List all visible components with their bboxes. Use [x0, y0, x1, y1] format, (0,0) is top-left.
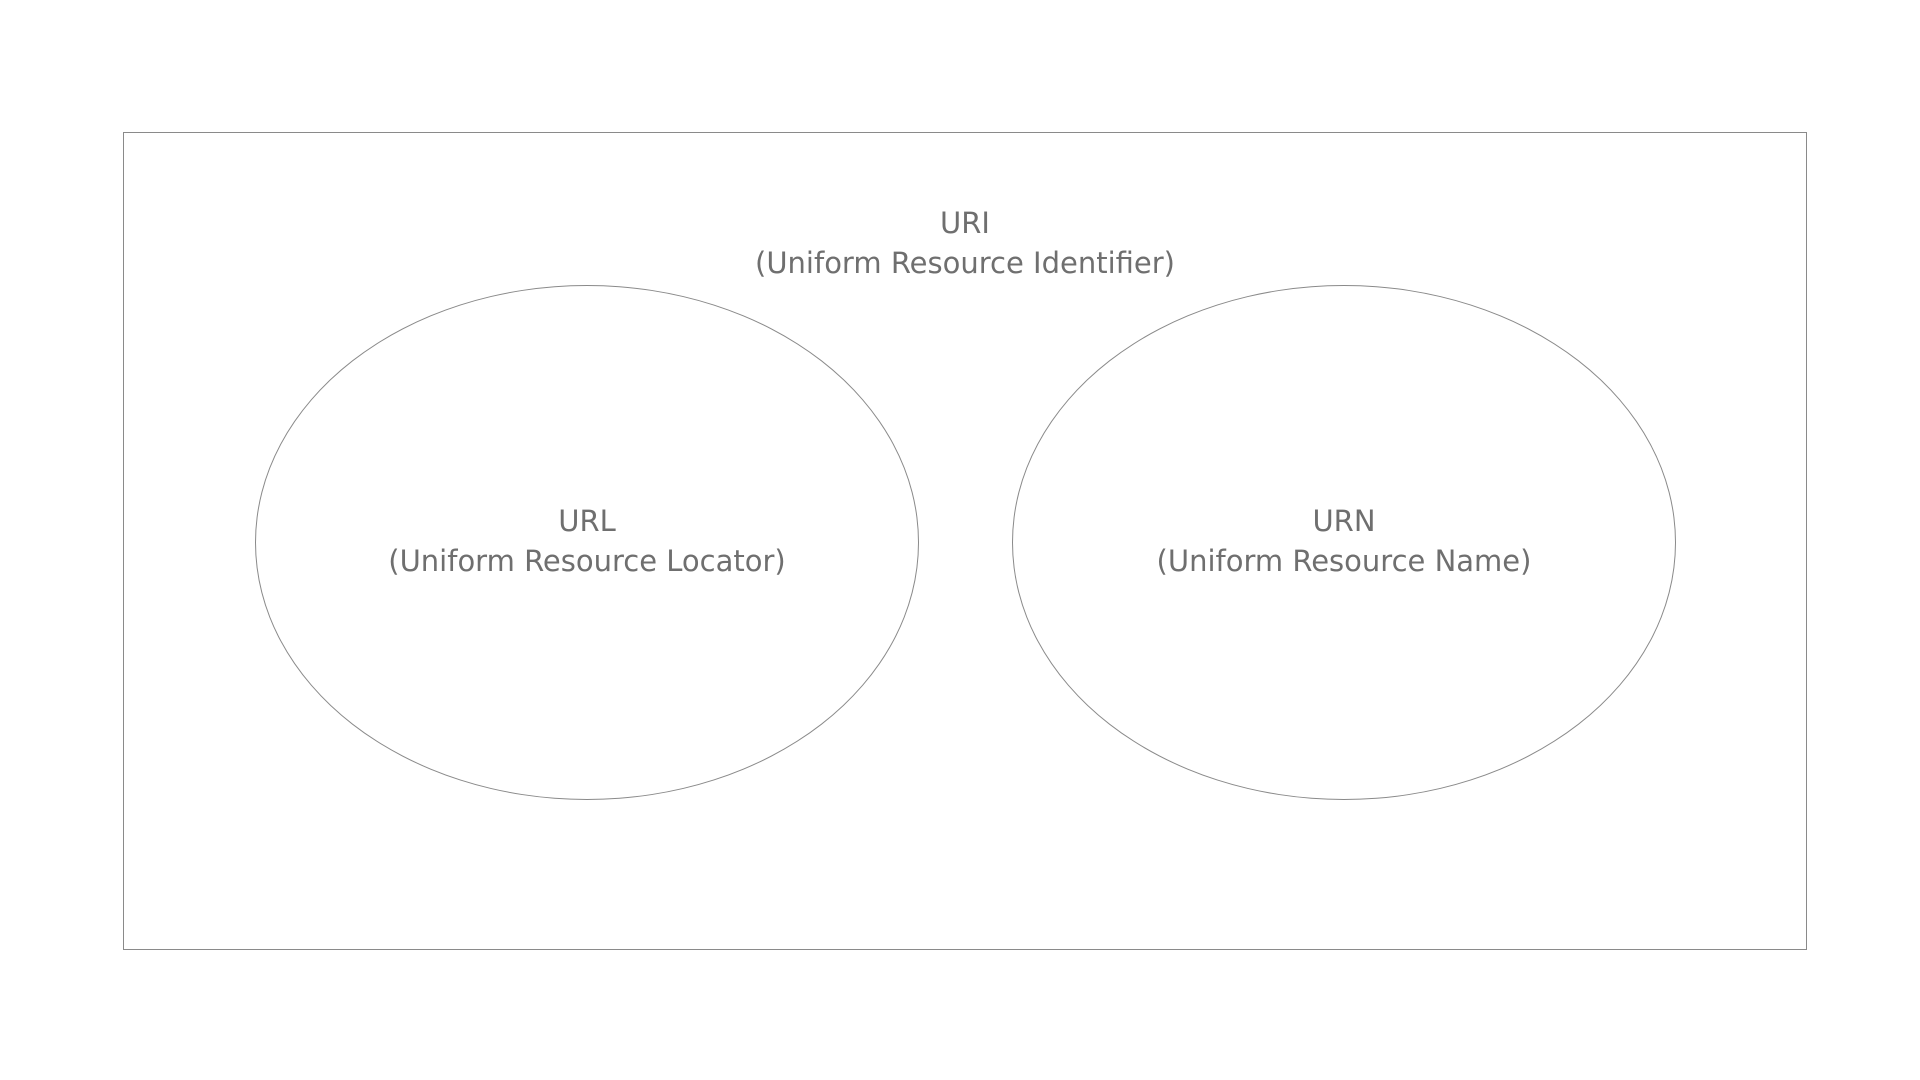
url-subtitle: (Uniform Resource Locator) [388, 544, 786, 578]
uri-subtitle: (Uniform Resource Identifier) [755, 246, 1175, 280]
urn-label: URN (Uniform Resource Name) [1157, 501, 1532, 581]
uri-box [123, 132, 1807, 950]
url-title: URL [558, 504, 616, 538]
uri-label: URI (Uniform Resource Identifier) [755, 203, 1175, 283]
urn-ellipse [1012, 285, 1676, 800]
urn-subtitle: (Uniform Resource Name) [1156, 544, 1532, 578]
urn-title: URN [1312, 504, 1376, 538]
uri-title: URI [940, 206, 990, 240]
url-label: URL (Uniform Resource Locator) [388, 501, 785, 581]
url-ellipse [255, 285, 919, 800]
